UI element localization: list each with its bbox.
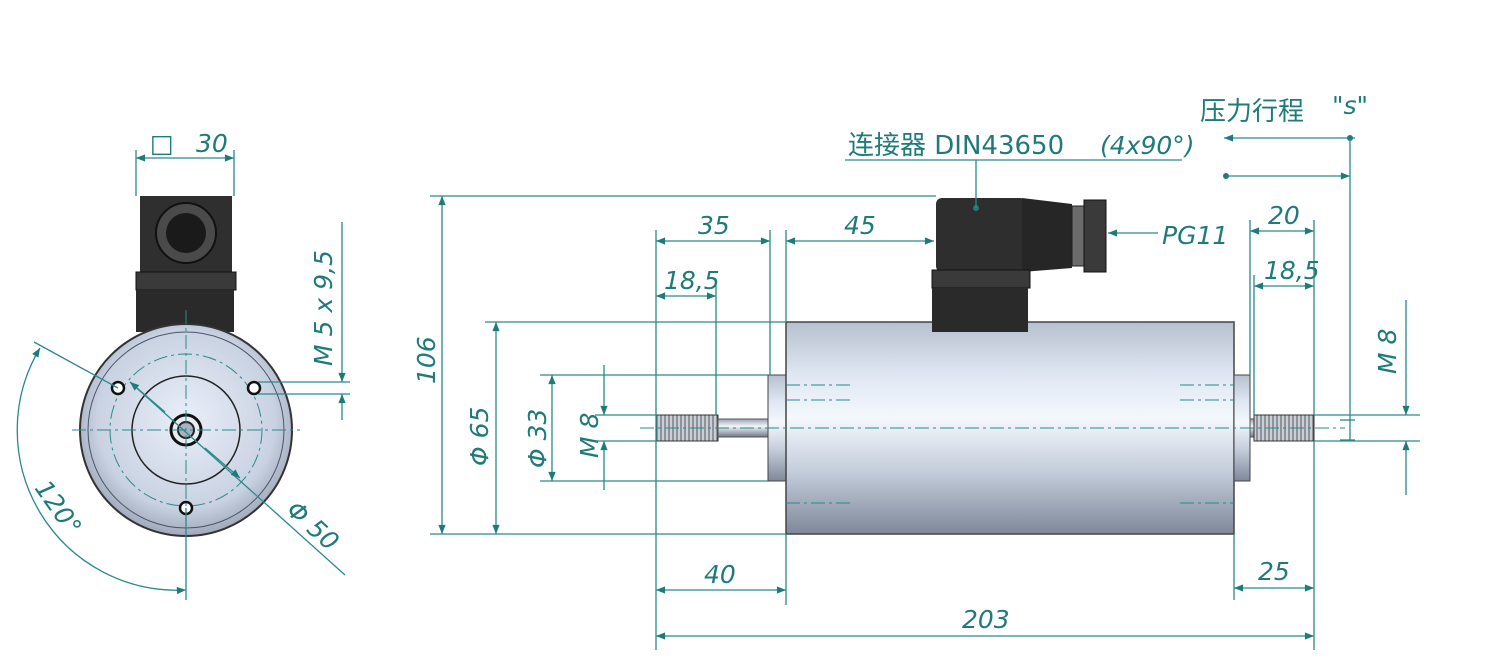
dim-length-18-5-right: 18,5	[1264, 256, 1320, 285]
gland-nut	[1083, 199, 1107, 273]
dim-length-45: 45	[844, 211, 876, 240]
dim-diameter-65: Φ 65	[465, 407, 494, 466]
dim-m8-right: M 8	[1373, 329, 1402, 374]
dim-length-18-5-left: 18,5	[664, 266, 720, 295]
stroke-symbol: "s"	[1332, 91, 1368, 120]
dim-height-106: 106	[412, 336, 441, 384]
dim-m8-left: M 8	[575, 413, 604, 458]
dim-length-203: 203	[962, 605, 1010, 634]
dim-diameter-33: Φ 33	[523, 409, 552, 468]
connector-spec: (4x90°)	[1100, 131, 1195, 160]
bolt-hole-2	[246, 380, 262, 396]
dim-length-35: 35	[698, 211, 730, 240]
stroke-label: 压力行程	[1200, 97, 1304, 127]
connector-neck	[1022, 198, 1072, 272]
connector-base-side	[932, 288, 1028, 332]
connector-seal-band	[135, 271, 237, 291]
side-view: 连接器 DIN43650 (4x90°) PG11 压力行程 "s" 106 Φ…	[412, 91, 1420, 650]
connector-label: 连接器 DIN43650	[848, 131, 1064, 161]
square-symbol: □	[150, 129, 174, 158]
connector-seal	[931, 269, 1031, 289]
end-view: □ 30 M 5 x 9,5 Φ 50 120°	[16, 129, 350, 600]
dim-m5-thread: M 5 x 9,5	[309, 250, 338, 366]
dim-length-25: 25	[1258, 557, 1290, 586]
gland-ring	[1071, 205, 1085, 267]
dim-length-20: 20	[1268, 201, 1300, 230]
cable-gland-hole	[166, 213, 206, 253]
dim-length-40: 40	[704, 560, 736, 589]
connector-head	[936, 198, 1026, 272]
dim-square-30: 30	[196, 129, 228, 158]
pg-label: PG11	[1162, 221, 1228, 250]
